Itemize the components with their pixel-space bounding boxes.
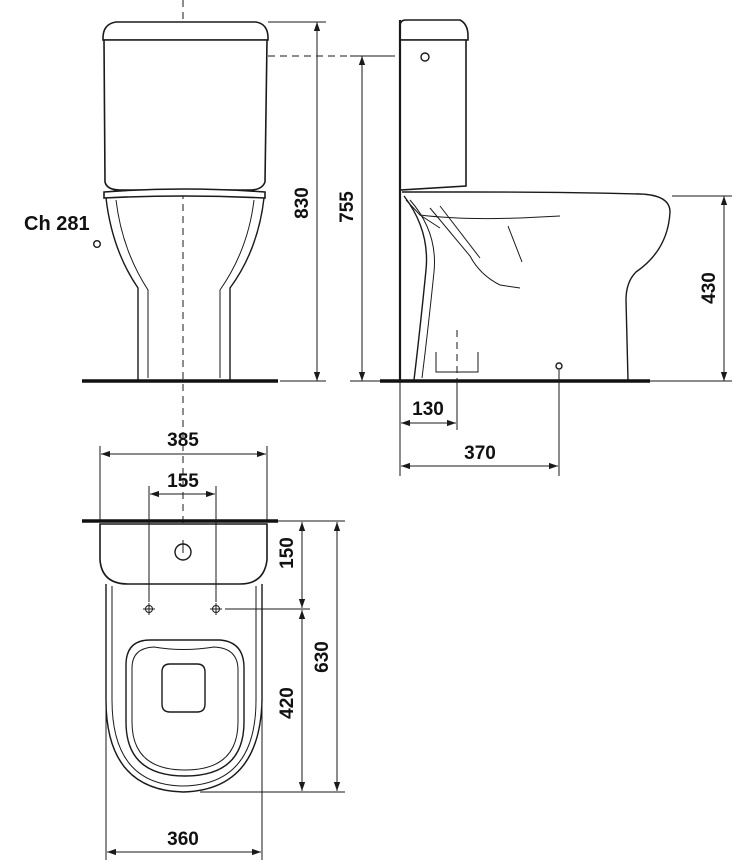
side-tank: [399, 39, 467, 191]
side-pedestal-front: [403, 195, 428, 381]
dim-150: 150: [277, 537, 298, 569]
front-fixing-hole-icon: [92, 239, 101, 248]
side-fixing-hole-icon: [555, 362, 563, 370]
model-label: Ch 281: [24, 213, 90, 235]
top-seat: [125, 639, 245, 777]
front-tank: [103, 39, 268, 191]
top-seat-hinge: [161, 663, 206, 713]
front-tank-lid: [102, 21, 269, 41]
dim-420: 420: [277, 687, 298, 719]
dim-385: 385: [167, 430, 199, 451]
dim-430: 430: [699, 272, 720, 304]
front-pedestal-right: [229, 197, 265, 380]
dim-130: 130: [412, 399, 444, 420]
front-pedestal-left: [105, 197, 139, 380]
front-seat: [103, 188, 266, 199]
top-tank: [99, 523, 268, 585]
top-view: 385 155 150 420 630 360: [82, 430, 345, 860]
dim-630: 630: [312, 641, 333, 673]
dim-360: 360: [167, 829, 199, 850]
dim-755: 755: [337, 191, 358, 223]
dim-155: 155: [167, 471, 199, 492]
top-bowl: [105, 584, 263, 793]
front-view: 830 Ch 281: [24, 0, 410, 545]
side-bowl-outline: [402, 191, 671, 381]
dim-830: 830: [292, 187, 313, 219]
side-view: 755 430 130 370: [337, 19, 732, 476]
inlet-hole-icon: [420, 52, 430, 62]
dim-370: 370: [464, 443, 496, 464]
side-tank-lid: [399, 19, 469, 41]
